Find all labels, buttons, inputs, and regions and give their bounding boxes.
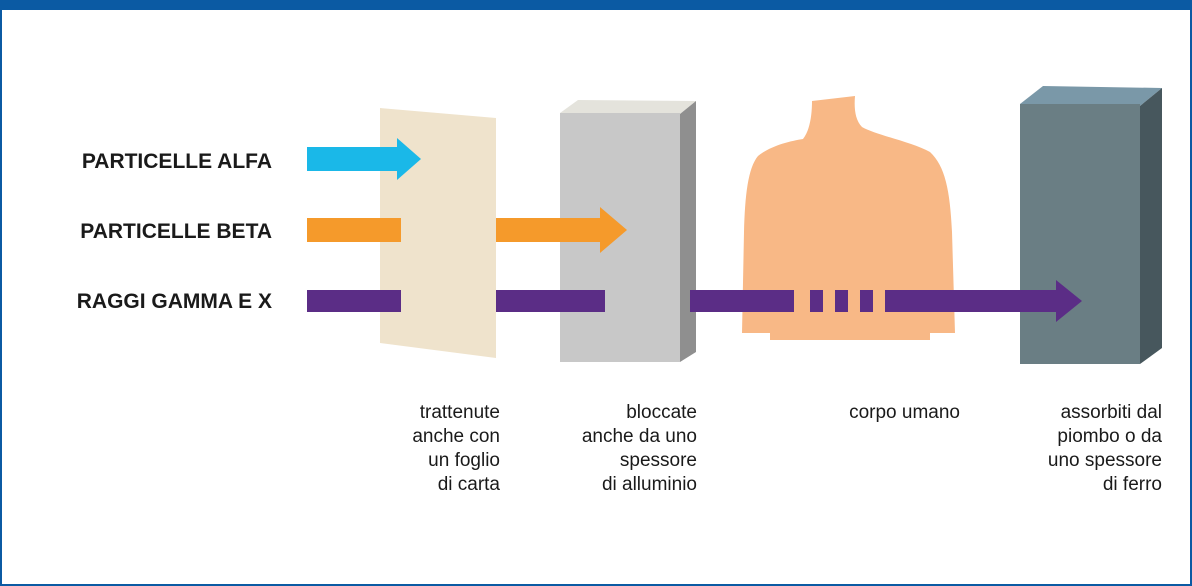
gamma-arrow-dash-2 [835, 290, 848, 312]
caption-paper: trattenute anche con un foglio di carta [412, 402, 500, 495]
caption-lead: assorbiti dal piombo o da uno spessore d… [1047, 402, 1162, 495]
aluminium-block-top [560, 100, 696, 114]
caption-aluminium: bloccate anche da uno spessore di allumi… [581, 402, 697, 495]
alfa-arrow-head [397, 138, 421, 180]
beta-arrow-shaft [496, 218, 600, 242]
alfa-arrow-shaft [307, 147, 397, 171]
label-beta-particles: PARTICELLE BETA [80, 220, 272, 243]
gamma-arrow-shaft [885, 290, 1056, 312]
gamma-arrow-segment-2 [496, 290, 605, 312]
gamma-arrow-segment-3 [690, 290, 794, 312]
human-body [742, 96, 955, 340]
caption-human-body: corpo umano [849, 402, 960, 423]
label-alpha-particles: PARTICELLE ALFA [81, 150, 272, 173]
gamma-arrow-segment-1 [307, 290, 401, 312]
lead-block-top [1020, 86, 1162, 106]
gamma-arrow-head [1056, 280, 1082, 322]
gamma-arrow-dash-1 [810, 290, 823, 312]
aluminium-block-side [680, 101, 696, 362]
lead-block-side [1140, 88, 1162, 364]
beta-arrow-segment-1 [307, 218, 401, 242]
gamma-arrow-dash-3 [860, 290, 873, 312]
beta-arrow-head [600, 207, 627, 253]
paper-sheet [380, 108, 496, 358]
label-gamma-x-rays: RAGGI GAMMA E X [76, 290, 272, 313]
lead-block-front [1020, 104, 1140, 364]
